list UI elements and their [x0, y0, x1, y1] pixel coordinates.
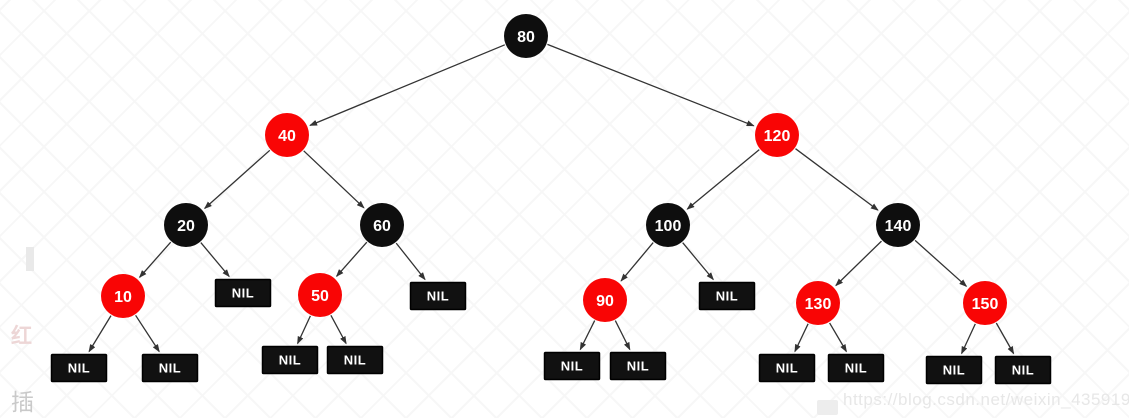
tree-node-10: 10 [101, 274, 145, 318]
csdn-url-watermark: https://blog.csdn.net/weixin_43591980 [843, 390, 1129, 409]
edge-140-150 [914, 239, 968, 287]
tree-node-100: 100 [646, 203, 690, 247]
edge-120-140 [795, 148, 879, 211]
node-value-label: 130 [805, 296, 832, 313]
nil-leaf-nil-100R: NIL [698, 281, 756, 311]
nil-leaf-nil-150R: NIL [994, 355, 1052, 385]
tree-node-150: 150 [963, 281, 1007, 325]
tree-node-20: 20 [164, 203, 208, 247]
nil-label: NIL [627, 359, 649, 374]
node-value-label: 100 [655, 218, 682, 235]
nil-leaf-nil-50L: NIL [261, 345, 319, 375]
nil-leaf-nil-60R: NIL [409, 281, 467, 311]
nil-leaf-nil-10R: NIL [141, 353, 199, 383]
edge-90-nil-90R [614, 320, 631, 351]
node-value-label: 10 [114, 289, 132, 306]
nil-leaf-nil-90L: NIL [543, 351, 601, 381]
nil-leaf-nil-130R: NIL [827, 353, 885, 383]
nil-label: NIL [776, 361, 798, 376]
edge-100-90 [620, 242, 654, 282]
node-value-label: 120 [764, 128, 791, 145]
node-value-label: 150 [972, 296, 999, 313]
edge-10-nil-10R [135, 314, 160, 353]
tree-node-130: 130 [796, 281, 840, 325]
tree-node-90: 90 [583, 278, 627, 322]
edge-100-nil-100R [682, 242, 714, 281]
nil-label: NIL [561, 359, 583, 374]
nil-label: NIL [232, 286, 254, 301]
edge-130-nil-130L [794, 323, 809, 353]
tree-node-140: 140 [876, 203, 920, 247]
node-value-label: 140 [885, 218, 912, 235]
edge-50-nil-50L [297, 315, 311, 345]
edge-60-nil-60R [395, 242, 426, 281]
nil-leaf-nil-20R: NIL [214, 278, 272, 308]
left-text-insert-char: 插 [11, 389, 34, 415]
nil-leaf-nil-130L: NIL [758, 353, 816, 383]
edge-40-20 [203, 149, 271, 210]
edge-120-100 [686, 149, 760, 210]
nil-leaf-nil-90R: NIL [609, 351, 667, 381]
edge-150-nil-150R [995, 322, 1015, 355]
edge-60-50 [335, 241, 368, 278]
nil-label: NIL [845, 361, 867, 376]
nil-label: NIL [68, 361, 90, 376]
tree-node-80: 80 [504, 14, 548, 58]
edge-40-60 [303, 150, 365, 209]
node-value-label: 60 [373, 218, 391, 235]
edge-90-nil-90L [579, 320, 596, 351]
nil-label: NIL [1012, 363, 1034, 378]
node-value-label: 40 [278, 128, 296, 145]
nil-leaf-nil-10L: NIL [50, 353, 108, 383]
nil-label: NIL [159, 361, 181, 376]
node-value-label: 20 [177, 218, 195, 235]
edge-80-40 [309, 44, 506, 127]
edge-20-10 [138, 241, 172, 279]
nil-label: NIL [344, 353, 366, 368]
edge-50-nil-50R [330, 314, 347, 345]
edge-140-130 [835, 240, 882, 287]
tree-node-120: 120 [755, 113, 799, 157]
node-value-label: 90 [596, 293, 614, 310]
left-text-red-char: 红 [11, 325, 32, 348]
nil-label: NIL [943, 363, 965, 378]
edge-150-nil-150L [961, 323, 976, 355]
node-value-label: 50 [311, 288, 329, 305]
watermark-block [817, 400, 838, 415]
edge-130-nil-130R [829, 322, 847, 353]
edge-80-120 [547, 43, 755, 127]
nil-label: NIL [427, 289, 449, 304]
nil-label: NIL [716, 289, 738, 304]
edge-10-nil-10L [88, 315, 112, 353]
tree-node-60: 60 [360, 203, 404, 247]
edge-20-nil-20R [200, 242, 230, 278]
nil-label: NIL [279, 353, 301, 368]
nil-leaf-nil-50R: NIL [326, 345, 384, 375]
node-value-label: 80 [517, 29, 535, 46]
left-edge-artifact [26, 247, 34, 271]
tree-node-40: 40 [265, 113, 309, 157]
tree-node-50: 50 [298, 273, 342, 317]
nil-leaf-nil-150L: NIL [925, 355, 983, 385]
